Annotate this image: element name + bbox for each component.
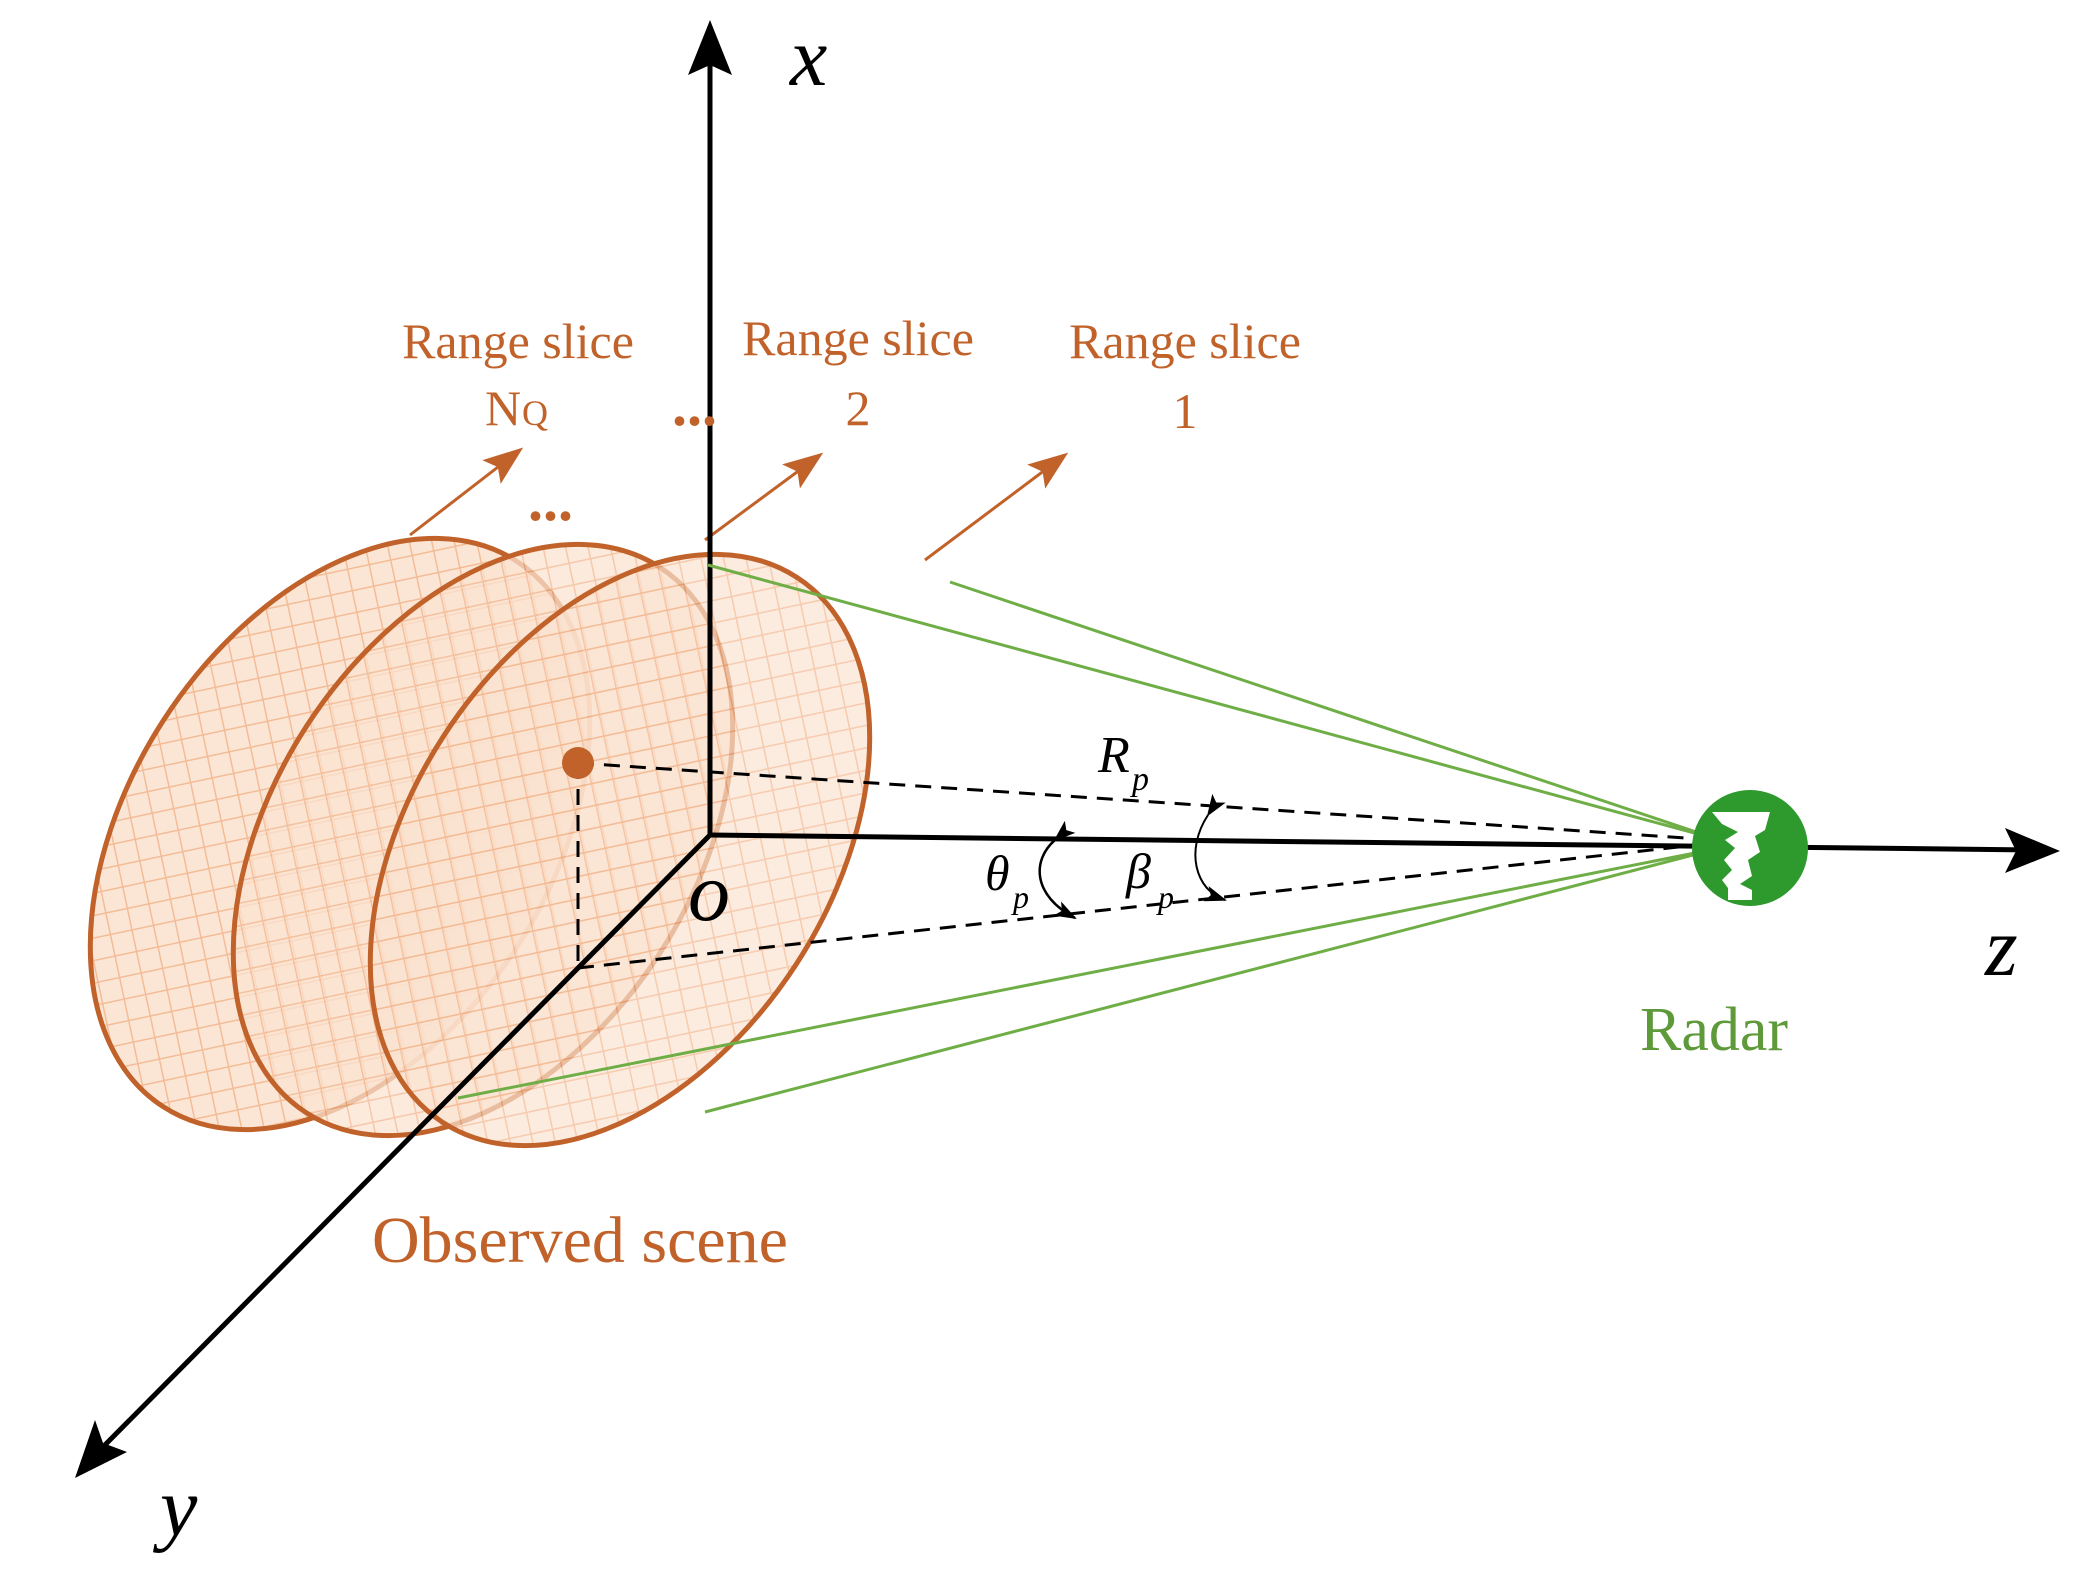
svg-text:β: β [1125, 843, 1151, 899]
svg-text:p: p [1130, 761, 1149, 798]
origin-label: o [688, 846, 730, 939]
slice-1-label: Range slice 1 [1069, 313, 1301, 439]
z-axis [709, 832, 2036, 853]
svg-text:Q: Q [522, 393, 548, 433]
radar-icon [1692, 790, 1808, 906]
slice-2-label: Range slice 2 [742, 310, 974, 436]
svg-text:1: 1 [1173, 383, 1198, 439]
slice-nq-label: Range slice N Q [402, 313, 634, 436]
svg-text:R: R [1097, 727, 1130, 784]
y-axis [93, 833, 712, 1457]
theta-angle-arc [1038, 820, 1077, 920]
svg-text:θ: θ [985, 845, 1010, 901]
x-axis-label: x [788, 11, 827, 104]
svg-text:p: p [1156, 879, 1174, 915]
svg-text:2: 2 [846, 380, 871, 436]
svg-text:Range slice: Range slice [402, 313, 634, 369]
y-axis-label: y [152, 1461, 198, 1554]
beta-p-label: β p [1125, 843, 1174, 915]
svg-text:p: p [1011, 879, 1029, 915]
target-point [562, 747, 594, 779]
svg-text:N: N [485, 380, 521, 436]
range-geometry [576, 761, 1716, 970]
radar-label: Radar [1640, 996, 1788, 1064]
svg-text:Range slice: Range slice [1069, 313, 1301, 369]
radar-beam [457, 563, 1721, 1114]
observed-scene-label: Observed scene [372, 1204, 788, 1277]
z-axis-arrowhead [2005, 828, 2060, 873]
beta-angle-arc [1194, 793, 1227, 902]
y-axis-arrowhead [75, 1420, 127, 1478]
x-axis-arrowhead [688, 20, 732, 75]
slice-nq-arrow [409, 447, 524, 537]
theta-p-label: θ p [985, 845, 1029, 915]
slices-ellipsis-top: ... [672, 372, 717, 438]
svg-text:Range slice: Range slice [742, 310, 974, 366]
slice-2-arrow [704, 452, 824, 542]
slice-1-arrow [924, 452, 1069, 562]
slices-ellipsis-mid: ... [528, 467, 573, 533]
range-slice-1 [367, 551, 873, 1149]
range-rp-label: R p [1097, 727, 1149, 798]
z-axis-label: z [1984, 901, 2018, 994]
